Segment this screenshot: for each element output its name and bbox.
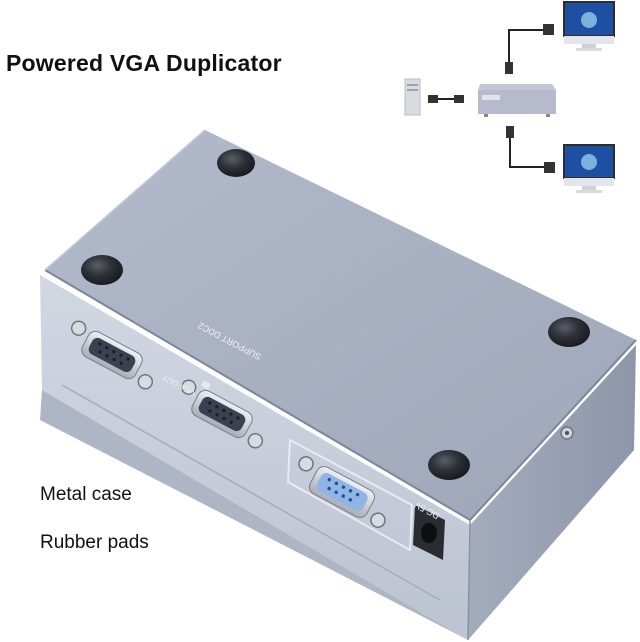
- device-side-face: [468, 345, 636, 640]
- rubber-pad-icon: [217, 149, 255, 177]
- pc-tower-icon: [404, 78, 421, 116]
- vga-in-port: [298, 456, 386, 528]
- vga-cable-icon: [506, 126, 555, 173]
- monitor-bottom-icon: [563, 144, 615, 193]
- rubber-pad-icon: [81, 255, 123, 285]
- monitor-top-icon: [563, 1, 615, 51]
- vga-splitter-icon: [478, 84, 556, 117]
- connection-diagram: [404, 1, 615, 193]
- product-title: Powered VGA Duplicator: [6, 50, 282, 76]
- feature-metal-case: Metal case: [40, 484, 132, 505]
- vga-out-port-1: [70, 320, 154, 390]
- vga-cable-icon: [428, 95, 464, 103]
- dc-power-jack: [413, 505, 445, 560]
- vga-duplicator-device: SUPPORT DDC2 VGA OUT DC 5V: [40, 129, 637, 642]
- device-top-face: [45, 130, 636, 520]
- rubber-pad-icon: [428, 450, 470, 480]
- device-front-face: [40, 275, 470, 640]
- vga-cable-icon: [505, 24, 554, 74]
- vga-out-port-2: [180, 379, 264, 449]
- feature-rubber-pads: Rubber pads: [40, 532, 149, 553]
- vga-in-panel: [286, 438, 414, 552]
- rubber-pad-icon: [548, 317, 590, 347]
